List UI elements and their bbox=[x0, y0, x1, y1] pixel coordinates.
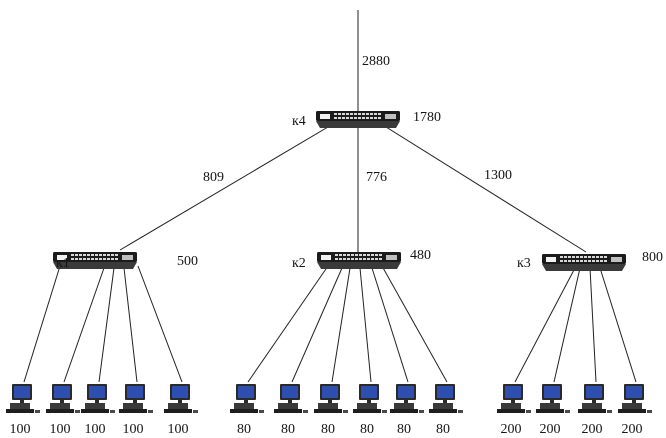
core-switch-load: 1780 bbox=[413, 110, 441, 125]
switch-k1-load: 500 bbox=[177, 254, 198, 269]
uplink-bandwidth-label: 2880 bbox=[362, 54, 390, 69]
desktop-computer-icon bbox=[429, 384, 463, 413]
host-load-label: 200 bbox=[581, 422, 603, 437]
link-к2-host-4 bbox=[359, 267, 372, 383]
host-load-label: 80 bbox=[360, 422, 374, 437]
desktop-computer-icon bbox=[618, 384, 652, 413]
link-к3-host-2 bbox=[553, 267, 581, 383]
link-к1-host-3 bbox=[98, 267, 115, 383]
link-к2-host-2 bbox=[291, 267, 343, 383]
host-load-label: 80 bbox=[397, 422, 411, 437]
desktop-computer-icon bbox=[578, 384, 612, 413]
link-k2-label: 776 bbox=[366, 170, 387, 185]
desktop-computer-icon bbox=[314, 384, 348, 413]
host-load-label: 80 bbox=[436, 422, 450, 437]
host-load-label: 200 bbox=[539, 422, 561, 437]
core-switch-name: к4 bbox=[292, 114, 306, 129]
desktop-computer-icon bbox=[274, 384, 308, 413]
desktop-computer-icon bbox=[390, 384, 424, 413]
network-switch-icon bbox=[317, 252, 401, 269]
switch-k3-name: к3 bbox=[517, 256, 531, 271]
link-core-k1 bbox=[119, 126, 329, 251]
host-load-label: 100 bbox=[49, 422, 71, 437]
host-load-label: 100 bbox=[84, 422, 106, 437]
host-load-label: 200 bbox=[500, 422, 522, 437]
desktop-computer-icon bbox=[353, 384, 387, 413]
desktop-computer-icon bbox=[164, 384, 198, 413]
link-k3-label: 1300 bbox=[484, 168, 512, 183]
link-core-k3 bbox=[385, 126, 587, 253]
link-к3-host-4 bbox=[599, 267, 637, 383]
link-к1-host-2 bbox=[63, 267, 105, 383]
desktop-computer-icon bbox=[46, 384, 80, 413]
link-к1-host-1 bbox=[23, 265, 61, 383]
host-load-label: 100 bbox=[122, 422, 144, 437]
desktop-computer-icon bbox=[230, 384, 264, 413]
network-switch-icon bbox=[542, 254, 626, 271]
desktop-computer-icon bbox=[536, 384, 570, 413]
switch-k3-load: 800 bbox=[642, 250, 663, 265]
host-load-label: 80 bbox=[237, 422, 251, 437]
link-к3-host-3 bbox=[589, 267, 597, 383]
link-к2-host-3 bbox=[331, 267, 351, 383]
link-к2-host-5 bbox=[371, 267, 409, 383]
desktop-computer-icon bbox=[119, 384, 153, 413]
switch-k2-load: 480 bbox=[410, 248, 431, 263]
desktop-computer-icon bbox=[81, 384, 115, 413]
link-k1-label: 809 bbox=[203, 170, 224, 185]
network-switch-icon bbox=[316, 111, 400, 128]
desktop-computer-icon bbox=[6, 384, 40, 413]
host-load-label: 100 bbox=[167, 422, 189, 437]
host-load-label: 80 bbox=[321, 422, 335, 437]
switch-k2-name: к2 bbox=[292, 256, 306, 271]
link-к3-host-1 bbox=[514, 267, 576, 383]
host-load-label: 100 bbox=[9, 422, 31, 437]
desktop-computer-icon bbox=[497, 384, 531, 413]
host-load-label: 200 bbox=[621, 422, 643, 437]
switch-k1-name: к1 bbox=[56, 256, 70, 271]
host-load-label: 80 bbox=[281, 422, 295, 437]
link-к2-host-1 bbox=[247, 265, 329, 383]
link-к1-host-4 bbox=[123, 267, 138, 383]
link-к1-host-5 bbox=[137, 265, 183, 383]
link-к2-host-6 bbox=[381, 265, 448, 383]
